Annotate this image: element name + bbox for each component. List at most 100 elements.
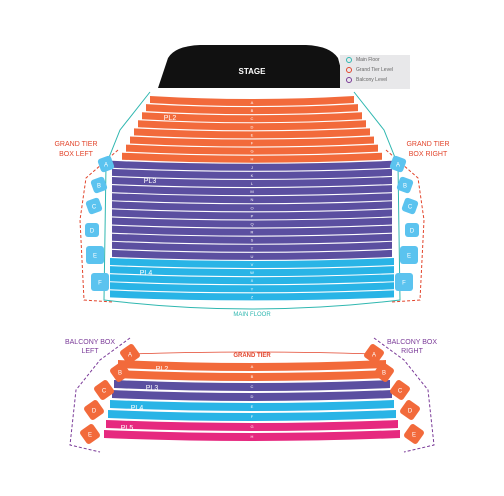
balcony-box-left-label-d: D bbox=[92, 409, 97, 415]
row-pl2-b[interactable] bbox=[146, 104, 358, 115]
legend-item-grand-tier: Grand Tier Level bbox=[340, 65, 410, 75]
stage-label: STAGE bbox=[239, 67, 267, 76]
balcony-box-right-c[interactable] bbox=[389, 379, 411, 401]
stage bbox=[158, 45, 346, 88]
balcony-row-letter-c: C bbox=[251, 384, 254, 389]
row-letter-w: W bbox=[250, 270, 254, 275]
row-pl2-c[interactable] bbox=[142, 112, 362, 123]
balcony-box-right-d[interactable] bbox=[399, 399, 421, 421]
grand-tier-box-right-label-b: B bbox=[403, 184, 407, 190]
row-pl2-g[interactable] bbox=[126, 144, 378, 155]
balcony-box-right-label-c: C bbox=[398, 389, 403, 395]
balcony-box-left-c[interactable] bbox=[93, 379, 115, 401]
balcony-row-g[interactable] bbox=[106, 420, 398, 431]
row-pl3-k[interactable] bbox=[112, 168, 392, 179]
balcony-row-letter-b: B bbox=[251, 374, 254, 379]
balcony-box-left-title-2: LEFT bbox=[81, 348, 99, 355]
row-pl2-d[interactable] bbox=[138, 120, 366, 131]
balcony-row-letter-a: A bbox=[251, 364, 254, 369]
row-pl4-w[interactable] bbox=[110, 266, 394, 277]
grand-tier-box-right-title-1: GRAND TIER bbox=[406, 141, 449, 148]
legend-item-balcony: Balcony Level bbox=[340, 75, 410, 85]
balcony-row-f[interactable] bbox=[108, 410, 396, 421]
balcony-box-left-title-1: BALCONY BOX bbox=[65, 339, 115, 346]
balcony-box-right-label-a: A bbox=[372, 353, 376, 359]
row-pl3-s[interactable] bbox=[112, 233, 392, 244]
row-pl3-q[interactable] bbox=[112, 217, 392, 228]
balcony-row-letter-f: F bbox=[251, 414, 254, 419]
grand-tier-box-left-f[interactable] bbox=[91, 273, 109, 291]
section-label-pl4: PL4 bbox=[140, 270, 153, 277]
row-pl3-r[interactable] bbox=[112, 225, 392, 236]
row-pl3-o[interactable] bbox=[112, 201, 392, 212]
row-pl3-m[interactable] bbox=[112, 185, 392, 196]
row-pl3-t[interactable] bbox=[112, 241, 392, 252]
balcony-row-b[interactable] bbox=[116, 370, 388, 381]
row-pl3-u[interactable] bbox=[112, 249, 392, 260]
balcony-row-h[interactable] bbox=[104, 430, 400, 441]
balcony-box-left-d[interactable] bbox=[83, 399, 105, 421]
row-pl4-x[interactable] bbox=[110, 274, 394, 285]
balcony-box-right-a[interactable] bbox=[363, 343, 385, 365]
row-letter-k: K bbox=[251, 173, 254, 178]
row-letter-y: Y bbox=[251, 286, 254, 291]
balcony-box-right-b[interactable] bbox=[373, 361, 395, 383]
row-pl2-h[interactable] bbox=[122, 152, 382, 163]
row-letter-s: S bbox=[251, 238, 254, 243]
row-pl2-f[interactable] bbox=[130, 136, 374, 147]
grand-tier-box-right-label-c: C bbox=[408, 205, 413, 211]
row-pl2-e[interactable] bbox=[134, 128, 370, 139]
balcony-dot-icon bbox=[346, 77, 352, 83]
row-pl3-l[interactable] bbox=[112, 177, 392, 187]
row-pl3-j[interactable] bbox=[112, 160, 392, 171]
grand-tier-box-right-label-a: A bbox=[396, 163, 400, 169]
grand-tier-rule bbox=[129, 351, 375, 355]
row-pl4-v[interactable] bbox=[110, 258, 394, 268]
row-pl3-n[interactable] bbox=[112, 193, 392, 204]
balcony-row-d[interactable] bbox=[112, 390, 392, 401]
balcony-box-left-b[interactable] bbox=[109, 361, 131, 383]
balcony-box-left-label-a: A bbox=[128, 353, 132, 359]
row-pl3-p[interactable] bbox=[112, 209, 392, 220]
balcony-row-c[interactable] bbox=[114, 380, 390, 391]
balcony-box-right-title-2: RIGHT bbox=[401, 348, 424, 355]
row-pl2-a[interactable] bbox=[150, 96, 354, 106]
balcony-box-left-a[interactable] bbox=[119, 343, 141, 365]
row-letter-v: V bbox=[251, 262, 254, 267]
legend-label-balcony: Balcony Level bbox=[356, 77, 388, 83]
main-floor-label: MAIN FLOOR bbox=[233, 312, 271, 318]
grand-tier-box-left-c[interactable] bbox=[85, 197, 103, 215]
grand-tier-box-left-b[interactable] bbox=[90, 176, 108, 194]
grand-tier-box-left-e[interactable] bbox=[86, 246, 104, 264]
row-letter-a: A bbox=[251, 100, 254, 105]
main-floor-dot-icon bbox=[346, 57, 352, 63]
row-pl4-z[interactable] bbox=[110, 290, 394, 301]
balcony-row-letter-h: H bbox=[251, 434, 254, 439]
balcony-left-outline bbox=[69, 337, 131, 453]
balcony-box-left-label-b: B bbox=[118, 371, 122, 377]
grand-tier-box-left-label-f: F bbox=[98, 281, 102, 287]
grand-tier-box-right-e[interactable] bbox=[400, 246, 418, 264]
grand-tier-box-left-label-d: D bbox=[90, 229, 95, 235]
row-pl4-y[interactable] bbox=[110, 282, 394, 293]
balcony-box-right-e[interactable] bbox=[403, 423, 425, 445]
grand-tier-box-left-d[interactable] bbox=[85, 223, 99, 237]
grand-tier-box-right-a[interactable] bbox=[389, 155, 407, 173]
balcony-box-right-title-1: BALCONY BOX bbox=[387, 339, 437, 346]
row-letter-n: N bbox=[251, 197, 254, 202]
row-letter-r: R bbox=[251, 230, 254, 235]
grand-tier-box-right-d[interactable] bbox=[405, 223, 419, 237]
grand-tier-box-right-b[interactable] bbox=[396, 176, 414, 194]
row-letter-b: B bbox=[251, 108, 254, 113]
grand-tier-box-left-a[interactable] bbox=[97, 155, 115, 173]
balcony-row-a[interactable] bbox=[118, 360, 386, 371]
balcony-row-e[interactable] bbox=[110, 400, 394, 411]
balcony-section-label-pl5: PL5 bbox=[121, 425, 134, 432]
row-letter-z: Z bbox=[251, 294, 254, 299]
grand-tier-box-right-c[interactable] bbox=[401, 197, 419, 215]
row-letter-p: P bbox=[251, 213, 254, 218]
balcony-box-left-e[interactable] bbox=[79, 423, 101, 445]
grand-tier-box-right-f[interactable] bbox=[395, 273, 413, 291]
balcony-box-left-label-e: E bbox=[88, 433, 92, 439]
